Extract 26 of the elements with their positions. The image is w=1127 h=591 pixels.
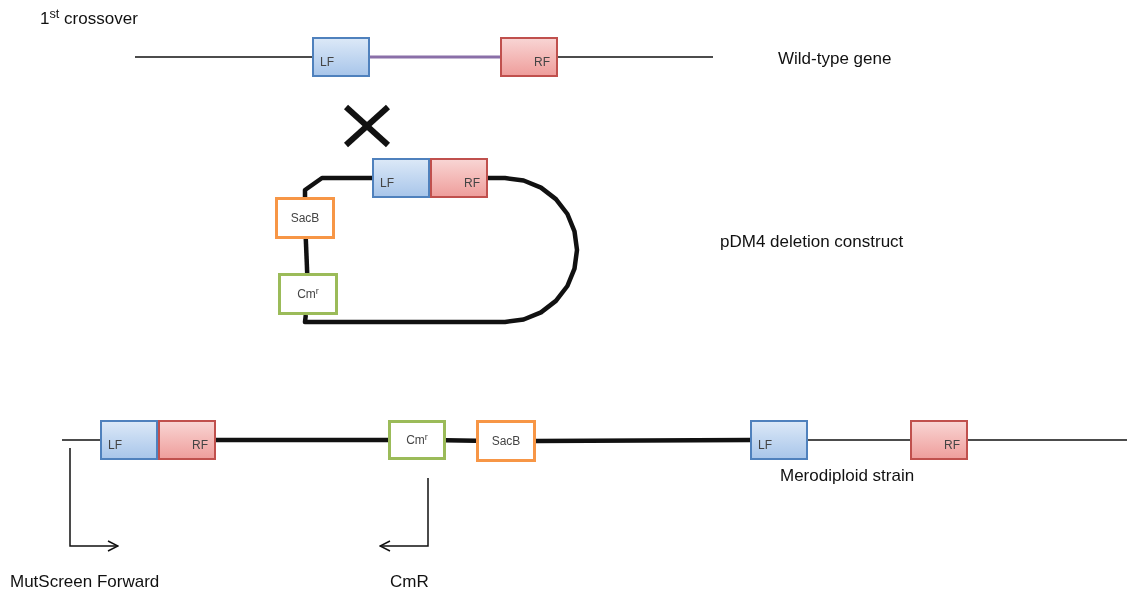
sequence-label: Merodiploid strain (780, 465, 915, 487)
right-flank-box: RF (158, 420, 216, 460)
primer-label: CmR (390, 571, 429, 591)
sequence-label: pDM4 deletion construct (720, 231, 904, 253)
section-title: 1$^{st}$ crossover (40, 6, 138, 30)
right-flank-box: RF (430, 158, 488, 198)
sacb-gene-box: SacB (476, 420, 536, 462)
resistance-gene-box: Cm$^{r}$ (388, 420, 446, 460)
resistance-gene-box: Cm$^{r}$ (278, 273, 338, 315)
dna-line (302, 175, 580, 325)
dna-line (536, 437, 750, 444)
dna-line (302, 175, 372, 197)
left-flank-box: LF (372, 158, 430, 198)
dna-line (807, 439, 911, 441)
right-flank-box: RF (910, 420, 968, 460)
dna-line (370, 55, 500, 59)
dna-line (216, 437, 388, 443)
left-flank-box: LF (750, 420, 808, 460)
sacb-gene-box: SacB (275, 197, 335, 239)
primer-label: MutScreen Forward (10, 571, 160, 591)
left-flank-box: LF (312, 37, 370, 77)
dna-line (445, 438, 477, 443)
sequence-label: Wild-type gene (778, 48, 892, 70)
dna-line (303, 238, 310, 274)
right-flank-box: RF (500, 37, 558, 77)
left-flank-box: LF (100, 420, 158, 460)
